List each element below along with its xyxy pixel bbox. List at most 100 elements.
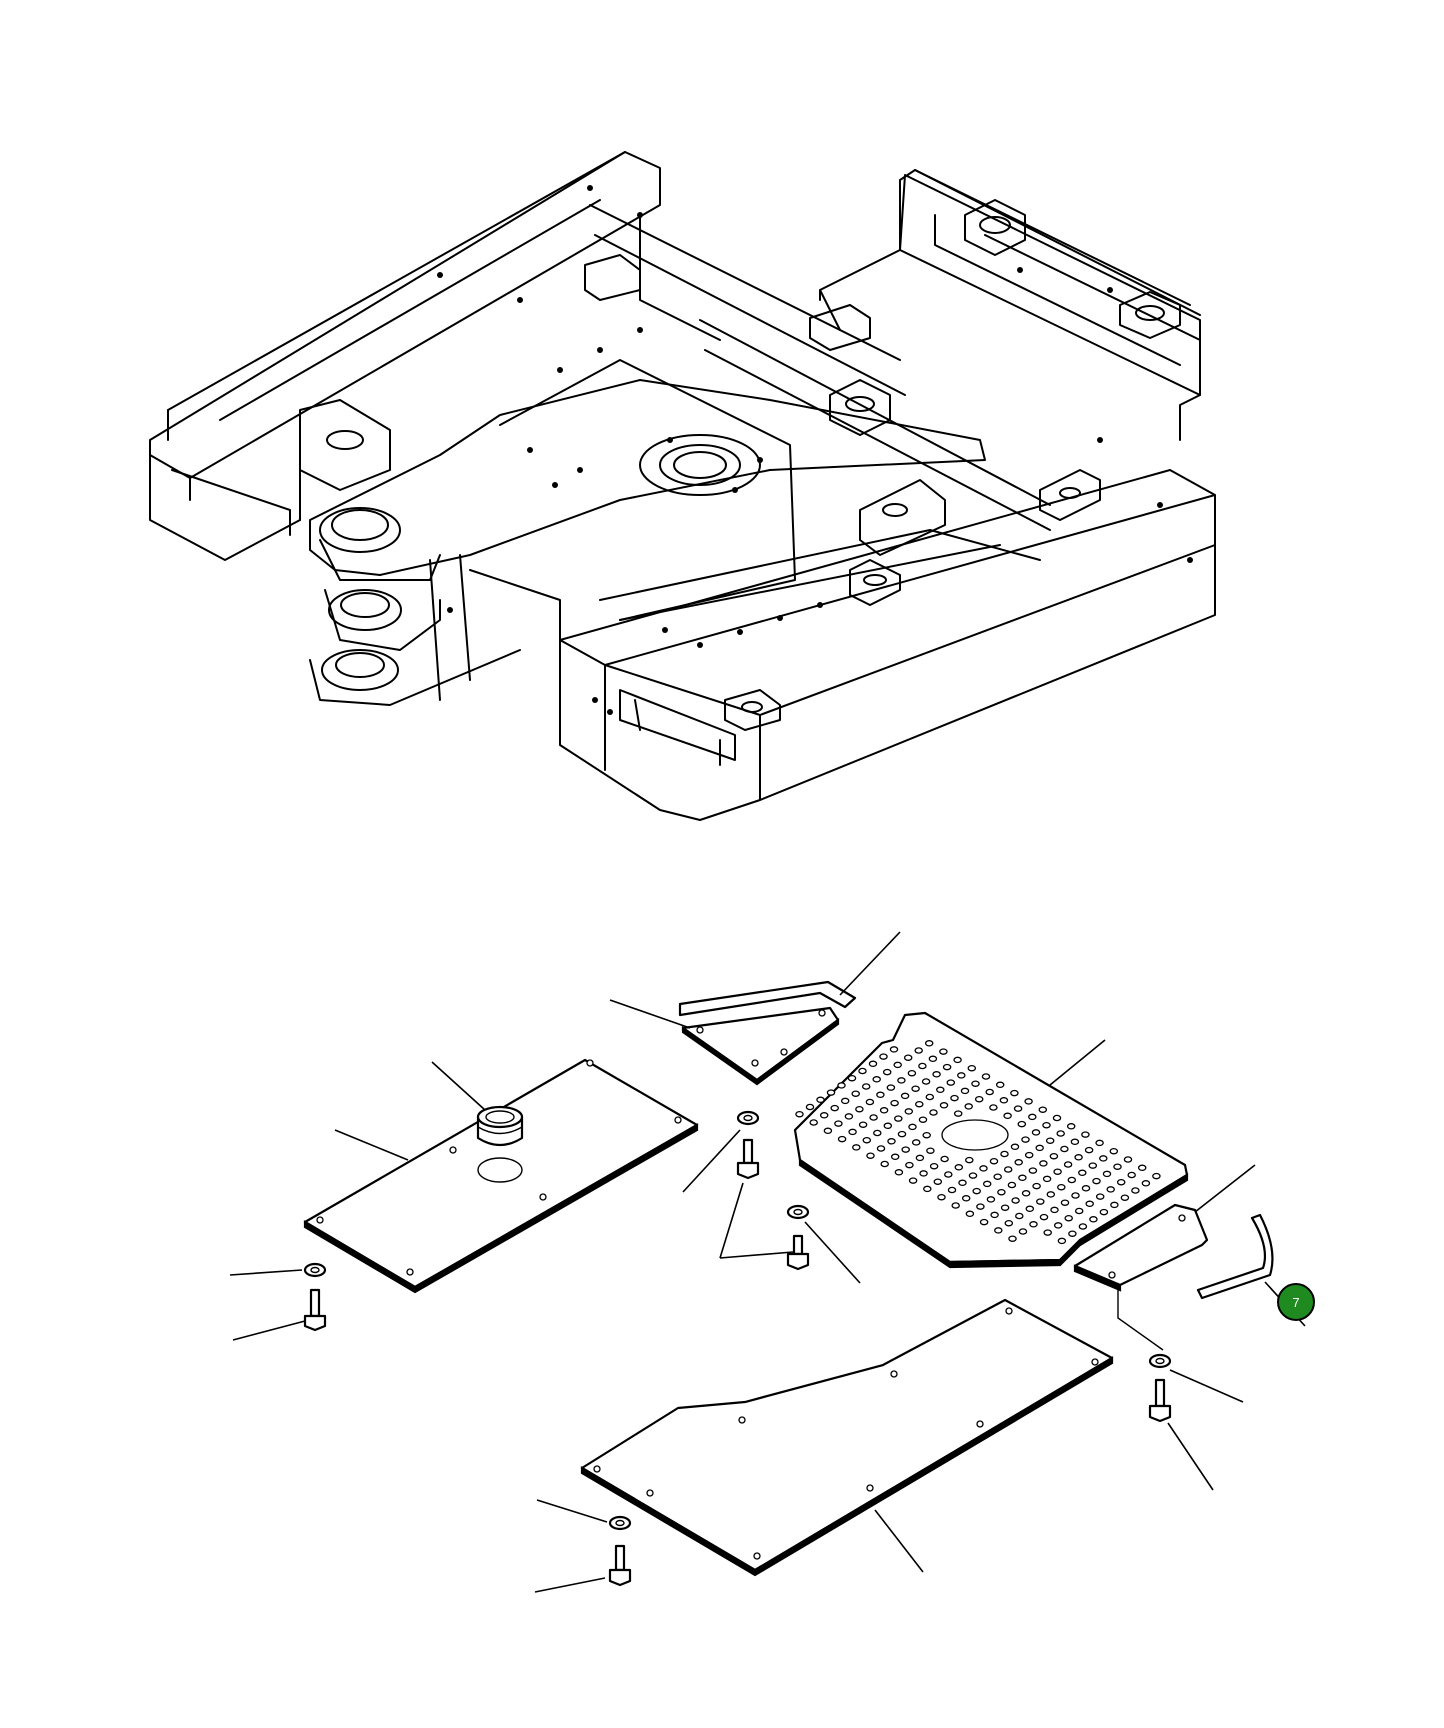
- perforation-hole: [950, 1094, 959, 1102]
- perforation-hole: [1057, 1237, 1067, 1245]
- perforation-hole: [1095, 1139, 1104, 1147]
- perforation-hole: [894, 1169, 904, 1176]
- perforation-hole: [816, 1096, 825, 1104]
- perforation-hole: [989, 1104, 998, 1111]
- perforation-hole: [1018, 1228, 1028, 1235]
- perforation-hole: [915, 1100, 924, 1108]
- perforation-hole: [809, 1119, 818, 1126]
- perforation-hole: [932, 1071, 941, 1078]
- perforation-hole: [865, 1098, 875, 1106]
- perforation-hole: [982, 1180, 992, 1188]
- perforated-plate: [793, 1011, 1189, 1269]
- perforation-hole: [866, 1152, 875, 1159]
- perforation-hole: [1029, 1221, 1038, 1228]
- perforation-hole: [1102, 1170, 1112, 1178]
- perforation-hole: [887, 1138, 896, 1145]
- perforation-hole: [953, 1110, 963, 1117]
- perforation-hole: [889, 1046, 899, 1053]
- perforation-hole: [1078, 1223, 1088, 1230]
- perforation-hole: [905, 1161, 914, 1169]
- perforation-hole: [872, 1076, 881, 1083]
- perforation-hole: [1038, 1106, 1048, 1113]
- perforation-hole: [968, 1172, 978, 1179]
- perforation-hole: [1015, 1212, 1024, 1220]
- perforation-hole: [1099, 1208, 1109, 1216]
- callout-7[interactable]: 7: [1277, 1283, 1315, 1321]
- bolt-set-right: [1148, 1353, 1244, 1491]
- perforation-hole: [976, 1203, 985, 1210]
- perforation-hole: [1013, 1105, 1023, 1112]
- perforation-hole: [1060, 1199, 1070, 1206]
- perforation-hole: [862, 1136, 872, 1144]
- perforation-hole: [1092, 1177, 1101, 1185]
- perforation-hole: [1045, 1137, 1055, 1144]
- perforation-hole: [1113, 1163, 1122, 1170]
- perforation-hole: [1035, 1144, 1044, 1152]
- perforation-hole: [879, 1053, 888, 1060]
- perforation-hole: [1056, 1130, 1065, 1137]
- perforation-hole: [1078, 1169, 1087, 1177]
- perforation-hole: [951, 1202, 960, 1209]
- perforation-hole: [1141, 1180, 1151, 1187]
- perforation-hole: [1052, 1114, 1062, 1122]
- perforation-hole: [1067, 1176, 1077, 1184]
- perforation-hole: [901, 1146, 910, 1153]
- perforation-hole: [967, 1064, 977, 1072]
- perforation-hole: [1137, 1164, 1147, 1172]
- perforation-hole: [900, 1092, 910, 1100]
- perforation-hole: [997, 1188, 1006, 1196]
- perforation-hole: [1028, 1167, 1038, 1174]
- cover-strip: [678, 931, 901, 1017]
- perforation-hole: [805, 1103, 815, 1111]
- perforation-hole: [981, 1073, 991, 1080]
- perforation-hole: [914, 1047, 923, 1054]
- perforation-hole: [1032, 1182, 1041, 1190]
- perforation-hole: [1024, 1151, 1034, 1159]
- perforation-hole: [939, 1102, 949, 1109]
- perforation-hole: [1036, 1198, 1045, 1205]
- perforation-hole: [1028, 1113, 1037, 1121]
- perforation-hole: [1110, 1201, 1119, 1209]
- perforation-hole: [823, 1127, 833, 1135]
- perforation-hole: [911, 1139, 921, 1146]
- perforation-hole: [928, 1055, 938, 1063]
- perforation-hole: [1025, 1205, 1035, 1213]
- perforation-hole: [953, 1056, 962, 1064]
- perforation-hole: [1007, 1181, 1017, 1189]
- bolt-set-bottom: [534, 1499, 632, 1593]
- perforation-hole: [826, 1089, 836, 1096]
- perforation-hole: [1074, 1154, 1083, 1161]
- small-triangle-plate: [609, 999, 840, 1086]
- perforation-hole: [852, 1144, 861, 1151]
- perforation-hole: [904, 1108, 914, 1115]
- perforation-hole: [897, 1077, 906, 1084]
- perforation-hole: [1053, 1222, 1063, 1229]
- perforation-hole: [946, 1079, 956, 1086]
- perforation-hole: [1068, 1230, 1077, 1237]
- perforation-hole: [1050, 1206, 1059, 1214]
- perforation-hole: [1003, 1166, 1013, 1173]
- perforation-hole: [1000, 1150, 1009, 1158]
- perforation-hole: [957, 1072, 966, 1079]
- bolt-set-center-lower: [786, 1204, 861, 1284]
- perforation-hole: [985, 1088, 994, 1096]
- perforation-hole: [855, 1105, 864, 1113]
- perforation-hole: [879, 1107, 889, 1114]
- perforation-hole: [834, 1120, 843, 1127]
- perforation-hole: [894, 1115, 903, 1122]
- perforation-hole: [993, 1173, 1002, 1180]
- perforation-hole: [1109, 1147, 1119, 1155]
- perforation-hole: [861, 1083, 871, 1090]
- perforation-hole: [858, 1067, 867, 1075]
- callout-7-label: 7: [1292, 1295, 1299, 1310]
- perforation-hole: [994, 1227, 1003, 1234]
- perforation-hole: [1010, 1089, 1019, 1097]
- perforation-hole: [939, 1048, 948, 1055]
- perforation-hole: [1031, 1129, 1041, 1136]
- perforation-hole: [1106, 1186, 1115, 1193]
- perforation-hole: [960, 1087, 970, 1095]
- perforation-hole: [851, 1090, 860, 1097]
- perforation-hole: [990, 1211, 999, 1219]
- perforation-hole: [926, 1147, 935, 1154]
